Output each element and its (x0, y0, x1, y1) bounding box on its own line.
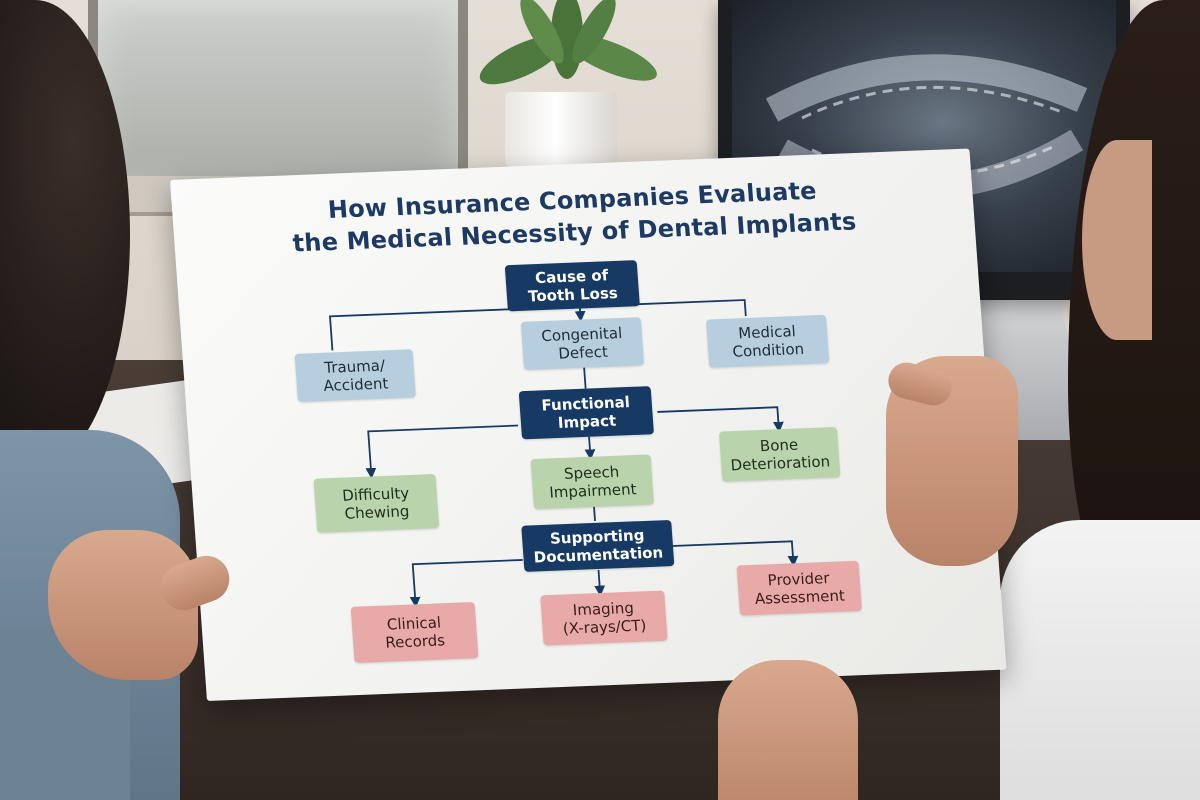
plant-leaves (479, 0, 657, 85)
connector-functional-speech (584, 436, 596, 461)
connector-supporting-clinical (409, 559, 523, 608)
connector-supporting-provider (671, 540, 799, 567)
node-imaging: Imaging(X-rays/CT) (540, 590, 668, 646)
connector-speech-supporting (592, 504, 596, 521)
connector-supporting-imaging (594, 569, 606, 597)
connector-functional-bone (657, 406, 784, 433)
connector-congenital-functional (583, 364, 587, 389)
right-lower-hand (718, 660, 858, 800)
connector-functional-chewing (365, 424, 519, 479)
node-trauma-accident: Trauma/Accident (294, 349, 416, 403)
chart-sheet: How Insurance Companies Evaluate the Med… (170, 148, 1007, 701)
person-right-shoulder (1000, 520, 1200, 800)
person-right-face (1082, 140, 1152, 340)
